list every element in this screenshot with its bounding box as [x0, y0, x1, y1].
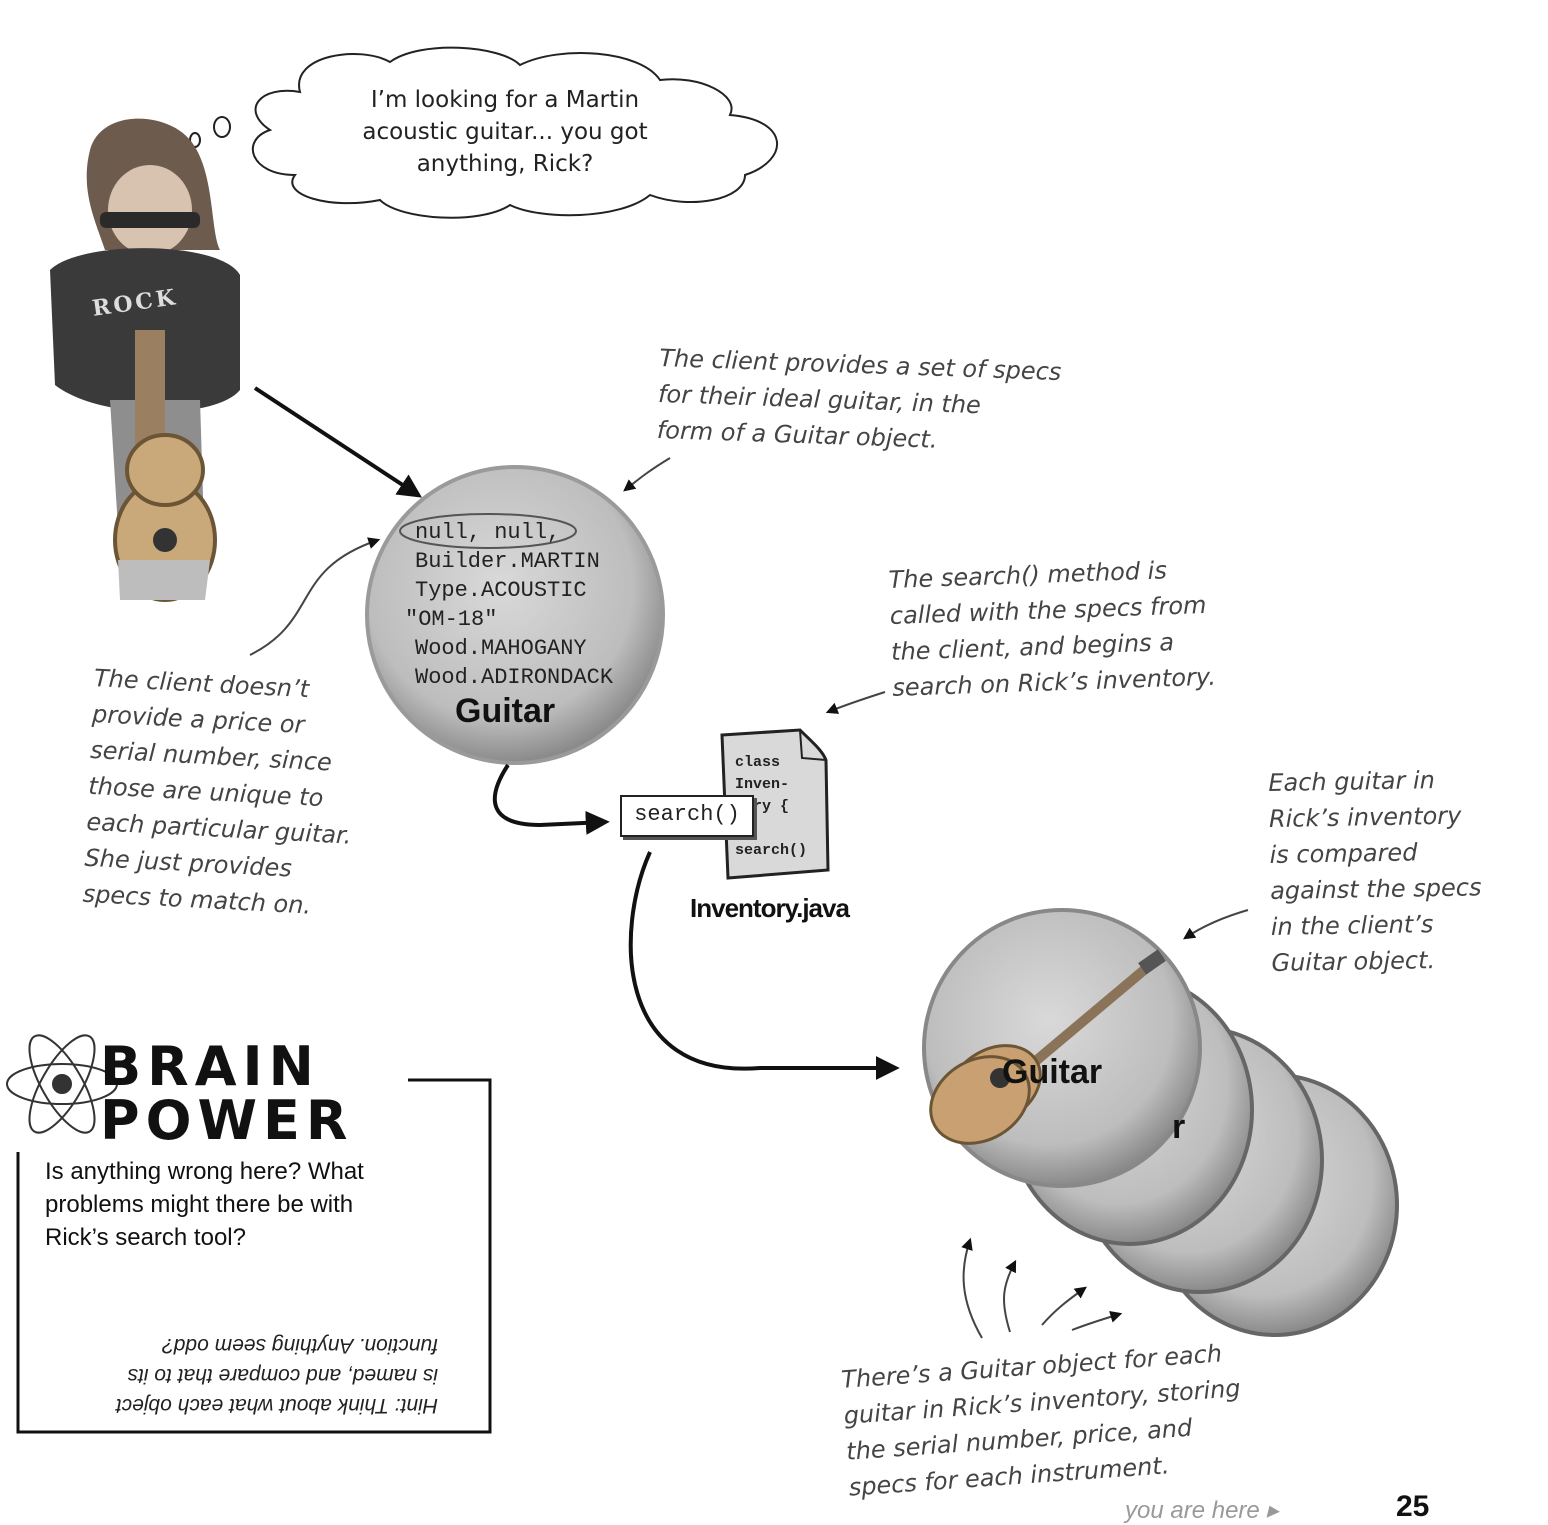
client-guitar-specs: null, null, Builder.MARTIN Type.ACOUSTIC…	[405, 518, 613, 692]
brain-power-title-line2: POWER	[100, 1089, 354, 1152]
each-compared-pointer	[1183, 909, 1249, 940]
guitar-per-item-pointer-4	[1071, 1311, 1123, 1331]
thought-bubble-shape	[251, 46, 779, 219]
spec-type: Type.ACOUSTIC	[415, 578, 587, 603]
search-method-box: search()	[620, 795, 754, 837]
null-circle-mark	[399, 513, 577, 549]
inventory-guitar-partial-label: r	[1172, 1108, 1186, 1146]
brain-power-question: Is anything wrong here? What problems mi…	[45, 1158, 364, 1251]
brain-power-title-line1: BRAIN	[100, 1035, 320, 1098]
search-called-pointer	[825, 691, 886, 714]
thought-dot-large	[213, 116, 231, 138]
client-guitar-label: Guitar	[455, 692, 556, 730]
client-to-guitar-arrow	[253, 386, 423, 498]
guitar-per-item-pointer-3	[1041, 1286, 1087, 1326]
code-line-5: search()	[735, 842, 808, 859]
annotation-client-specs: The client provides a set of specs for t…	[656, 343, 1062, 454]
client-specs-pointer	[623, 457, 671, 492]
brain-power-title: BRAIN POWER	[100, 1040, 354, 1148]
annotation-search-called: The search() method is called with the s…	[888, 556, 1217, 702]
annotation-each-compared: Each guitar in Rick’s inventory is compa…	[1268, 766, 1482, 977]
guitar-per-item-pointer-2	[1003, 1259, 1017, 1333]
you-are-here: you are here ▸	[1125, 1497, 1279, 1524]
spec-builder: Builder.MARTIN	[415, 549, 600, 574]
brain-power-frame	[16, 1078, 492, 1434]
client-illustration	[50, 118, 240, 602]
spec-model: "OM-18"	[405, 607, 498, 632]
inventory-filename: Inventory.java	[690, 893, 850, 923]
search-to-inventory-arrow	[628, 851, 900, 1080]
code-line-1: class	[735, 754, 781, 771]
guitar-per-item-pointer-1	[961, 1237, 983, 1339]
guitar-to-search-arrow	[492, 763, 610, 835]
acoustic-guitar-icon	[929, 949, 1166, 1145]
thought-bubble-text: I’m looking for a Martin acoustic guitar…	[362, 87, 648, 177]
annotation-no-price: The client doesn’t provide a price or se…	[82, 663, 353, 920]
client-guitar-ball	[365, 465, 665, 765]
inventory-guitar-label: Guitar	[1002, 1053, 1103, 1091]
page-number: 25	[1396, 1490, 1430, 1523]
spec-null-nulls: null, null,	[415, 520, 561, 545]
atom-icon	[6, 1034, 118, 1134]
inventory-file-icon	[720, 728, 830, 880]
code-line-2: Inven-	[735, 776, 790, 793]
no-price-pointer	[249, 537, 381, 656]
annotation-guitar-per-item: There’s a Guitar object for each guitar …	[840, 1339, 1242, 1502]
brain-power-hint: Hint: Think about what each object is na…	[115, 1334, 438, 1417]
spec-top-wood: Wood.ADIRONDACK	[415, 665, 614, 690]
spec-back-wood: Wood.MAHOGANY	[415, 636, 587, 661]
